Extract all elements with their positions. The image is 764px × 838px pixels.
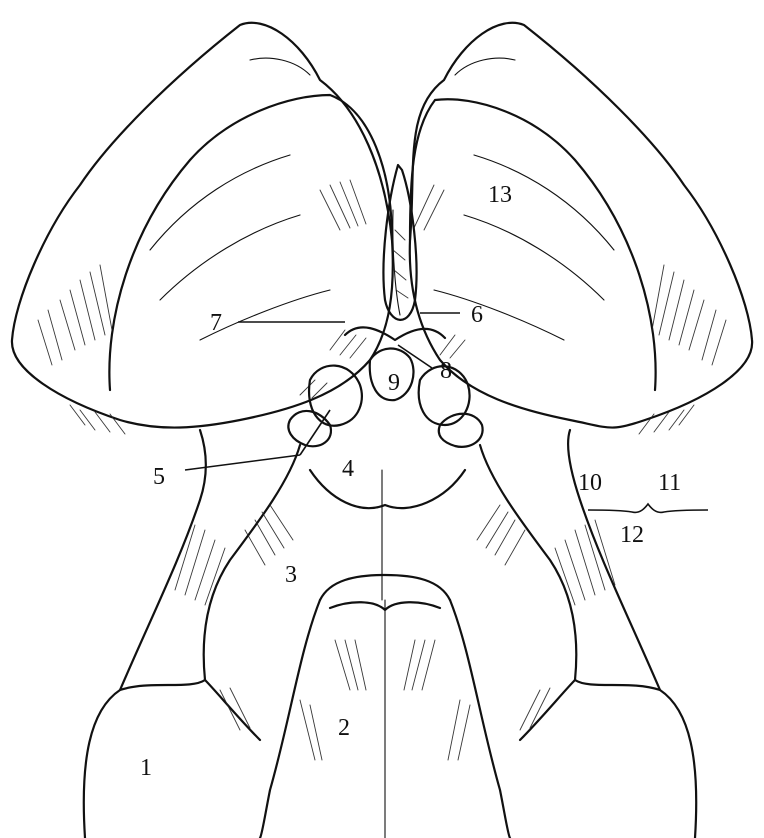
leader-line-8: [398, 345, 432, 368]
leader-line-5-end: [300, 410, 330, 455]
bracket-12: [588, 504, 708, 512]
label-9: 9: [388, 370, 400, 396]
brainstem: [204, 445, 577, 838]
label-13: 13: [488, 182, 512, 208]
label-3: 3: [285, 562, 297, 588]
leader-lines: [185, 313, 708, 512]
label-7: 7: [210, 310, 222, 336]
label-4: 4: [342, 456, 354, 482]
label-5: 5: [153, 464, 165, 490]
label-10: 10: [578, 470, 602, 496]
left-hemisphere: [12, 23, 393, 434]
label-2: 2: [338, 715, 350, 741]
label-6: 6: [471, 302, 483, 328]
label-11: 11: [658, 470, 681, 496]
cerebellum: [84, 430, 696, 838]
label-8: 8: [440, 358, 452, 384]
label-12: 12: [620, 522, 644, 548]
label-1: 1: [140, 755, 152, 781]
leader-line-5: [185, 455, 300, 470]
